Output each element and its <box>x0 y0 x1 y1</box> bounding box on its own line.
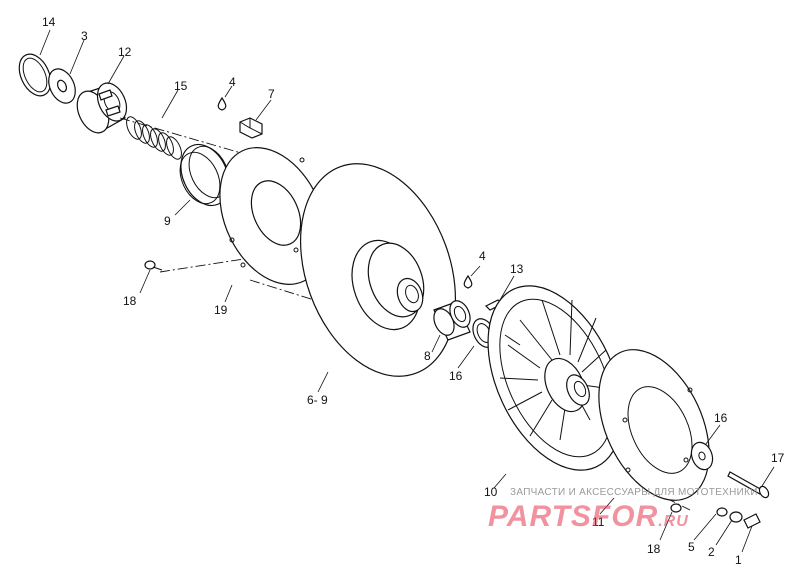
label-2: 2 <box>708 545 715 559</box>
washer-part-5 <box>716 507 728 517</box>
washer-part-16-right <box>690 441 714 471</box>
label-11: 11 <box>592 515 605 529</box>
label-15: 15 <box>174 79 188 93</box>
slider-button-part-7 <box>239 117 263 139</box>
label-18-right: 18 <box>647 542 661 556</box>
label-1: 1 <box>735 553 742 567</box>
watermark-logo: PARTSFOR.RU <box>488 500 689 534</box>
grease-drop-part-4-lower <box>463 274 473 289</box>
label-4-upper: 4 <box>229 75 236 89</box>
back-plate-part-11 <box>598 349 710 501</box>
label-19: 19 <box>214 303 228 317</box>
nut-part-1 <box>743 513 761 529</box>
snap-ring-part-14 <box>18 53 52 97</box>
label-4-lower: 4 <box>479 249 486 263</box>
watermark-caption: ЗАПЧАСТИ И АКСЕССУАРЫ ДЛЯ МОТОТЕХНИКИ <box>510 487 758 498</box>
cover-plate-part-19 <box>219 147 327 285</box>
label-3: 3 <box>81 29 88 43</box>
spring-part-15 <box>126 116 182 160</box>
bushing-part-8 <box>433 300 471 341</box>
label-17: 17 <box>771 451 785 465</box>
label-13: 13 <box>510 262 524 276</box>
cam-part-12 <box>76 82 128 134</box>
screw-part-18-left <box>144 260 163 271</box>
bushing-ring-part-9 <box>179 143 230 207</box>
fixed-sheave-part-6-9 <box>299 163 457 377</box>
bolt-part-17 <box>727 471 770 499</box>
label-9: 9 <box>164 214 171 228</box>
nut-part-2 <box>729 511 743 523</box>
grease-drop-part-4-upper <box>217 96 227 111</box>
watermark-logo-suffix: .RU <box>658 513 689 530</box>
label-8: 8 <box>424 349 431 363</box>
screw-part-18-right <box>670 503 682 513</box>
label-16-right: 16 <box>714 411 728 425</box>
label-18-left: 18 <box>123 294 137 308</box>
washer-part-3 <box>48 68 76 104</box>
label-10: 10 <box>484 485 498 499</box>
leader-lines <box>39 29 775 553</box>
label-6-9: 6- 9 <box>307 393 328 407</box>
watermark-logo-text: PARTSFOR <box>488 500 659 533</box>
label-14: 14 <box>42 15 56 29</box>
label-5: 5 <box>688 540 695 554</box>
label-12: 12 <box>118 45 132 59</box>
label-16-middle: 16 <box>449 369 463 383</box>
movable-sheave-part-10 <box>487 285 623 471</box>
label-7: 7 <box>268 87 275 101</box>
